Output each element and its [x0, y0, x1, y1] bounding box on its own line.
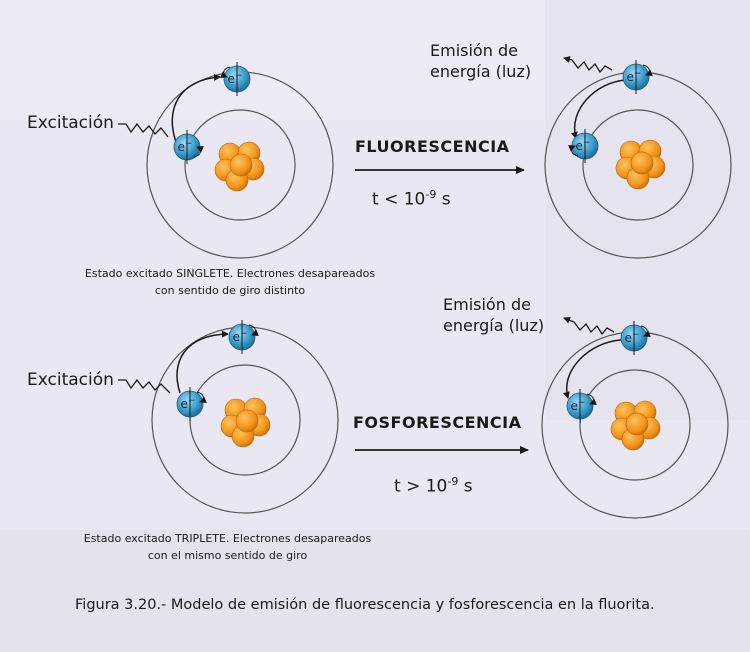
emission-line-2: energía (luz) [430, 62, 532, 81]
time-label-top: t < 10-9 s [372, 188, 451, 210]
electron-outer [228, 320, 259, 354]
electron-inner [176, 387, 207, 421]
inner-orbit [579, 369, 691, 481]
emission-label-top: Emisión de energía (luz) [430, 40, 531, 82]
caption-line-2: con sentido de giro distinto [154, 284, 306, 297]
excitation-wave [118, 122, 169, 138]
electron-label: e− [181, 396, 196, 411]
electron-inner [568, 129, 599, 163]
nucleus [214, 141, 265, 192]
atom-top-right [544, 56, 732, 259]
caption-line-1: Estado excitado TRIPLETE. Electrones des… [83, 532, 372, 545]
figure-caption: Figura 3.20.- Modelo de emisión de fluor… [75, 597, 655, 613]
fluorescence-label: FLUORESCENCIA [355, 137, 510, 156]
caption-singlet: Estado excitado SINGLETE. Electrones des… [45, 265, 415, 299]
decay-arrow [562, 339, 622, 399]
electron-inner [566, 389, 597, 423]
electron-label: e− [576, 138, 591, 153]
emission-label-bottom: Emisión de energía (luz) [443, 294, 544, 336]
electron-label: e− [228, 71, 243, 86]
emission-line-2: energía (luz) [443, 316, 545, 335]
nucleus [220, 397, 271, 448]
time-label-bottom: t > 10-9 s [394, 475, 473, 497]
electron-outer [220, 62, 251, 96]
excitation-wave [118, 378, 171, 394]
emission-wave [563, 56, 613, 74]
electron-label: e− [627, 69, 642, 84]
caption-triplet: Estado excitado TRIPLETE. Electrones des… [40, 530, 415, 564]
excitation-label-top: Excitación [27, 113, 114, 133]
caption-line-2: con el mismo sentido de giro [147, 549, 308, 562]
electron-inner [173, 130, 204, 164]
electron-label: e− [571, 398, 586, 413]
atom-bottom-left [118, 320, 339, 514]
emission-wave [563, 316, 615, 336]
electron-label: e− [625, 330, 640, 345]
electron-label: e− [233, 329, 248, 344]
inner-orbit [184, 109, 296, 221]
jump-arrow [176, 330, 229, 394]
decay-arrow [570, 79, 627, 139]
electron-outer [622, 60, 653, 94]
electron-outer [620, 321, 651, 355]
inner-orbit [582, 109, 694, 221]
jump-arrow [171, 73, 221, 143]
emission-line-1: Emisión de [430, 41, 518, 60]
phosphorescence-label: FOSFORESCENCIA [353, 413, 522, 432]
nucleus [615, 139, 666, 190]
emission-line-1: Emisión de [443, 295, 531, 314]
atom-bottom-right [541, 316, 729, 519]
excitation-label-bottom: Excitación [27, 370, 114, 390]
nucleus [610, 400, 661, 451]
electron-label: e− [178, 139, 193, 154]
atom-top-left [118, 62, 334, 259]
caption-line-1: Estado excitado SINGLETE. Electrones des… [84, 267, 376, 280]
